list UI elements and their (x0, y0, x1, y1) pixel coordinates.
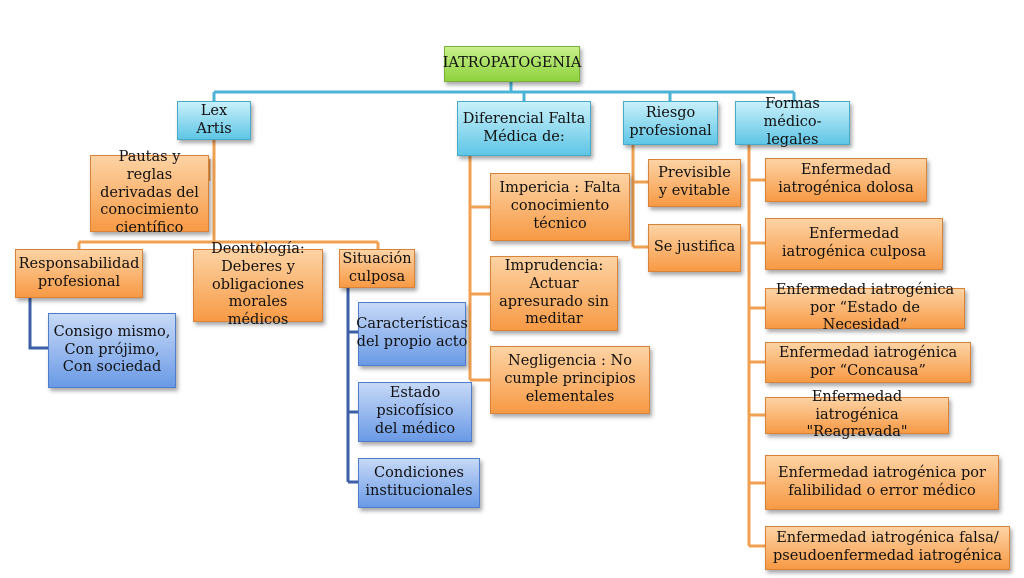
connector-responsabilidad (28, 298, 48, 350)
node-imprudencia: Imprudencia: Actuar apresurado sin medit… (490, 256, 618, 331)
connector-diferencial (468, 156, 490, 382)
node-estado-psicofisico: Estado psicofísico del médico (358, 382, 472, 442)
node-negligencia: Negligencia : No cumple principios eleme… (490, 346, 650, 414)
node-pautas-reglas: Pautas y reglas derivadas del conocimien… (90, 149, 209, 236)
node-enfermedad-concausa: Enfermedad iatrogénica por “Concausa” (765, 342, 971, 383)
root-node: IATROPATOGENIA (443, 46, 581, 82)
connector-riesgo (631, 145, 648, 249)
node-se-justifica: Se justifica (648, 224, 741, 272)
connector-lex-artis (77, 140, 380, 249)
node-impericia: Impericia : Falta conocimiento técnico (490, 173, 630, 241)
node-caracteristicas-acto: Características del propio acto (356, 302, 468, 366)
node-consigo-mismo: Consigo mismo, Con prójimo, Con sociedad (48, 313, 176, 388)
node-riesgo-profesional: Riesgo profesional (623, 101, 718, 145)
connector-formas (747, 145, 765, 548)
node-enfermedad-falibilidad: Enfermedad iatrogénica por falibilidad o… (765, 455, 999, 510)
node-responsabilidad-profesional: Responsabilidad profesional (15, 249, 143, 298)
node-enfermedad-falsa: Enfermedad iatrogénica falsa/ pseudoenfe… (765, 526, 1010, 570)
connector-root-branches (212, 82, 796, 101)
node-enfermedad-culposa: Enfermedad iatrogénica culposa (765, 218, 943, 270)
connector-situacion (346, 288, 358, 484)
node-previsible-evitable: Previsible y evitable (648, 159, 741, 207)
node-condiciones-institucionales: Condiciones institucionales (358, 458, 480, 508)
node-situacion-culposa: Situación culposa (339, 249, 415, 288)
node-diferencial-falta-medica: Diferencial Falta Médica de: (457, 101, 591, 156)
node-enfermedad-dolosa: Enfermedad iatrogénica dolosa (765, 158, 927, 202)
node-deontologia: Deontología: Deberes y obligaciones mora… (193, 241, 323, 328)
node-formas-medico-legales: Formas médico-legales (735, 96, 850, 148)
node-lex-artis: Lex Artis (177, 101, 251, 140)
node-enfermedad-estado-necesidad: Enfermedad iatrogénica por “Estado de Ne… (765, 282, 965, 333)
node-enfermedad-reagravada: Enfermedad iatrogénica "Reagravada" (765, 389, 949, 440)
